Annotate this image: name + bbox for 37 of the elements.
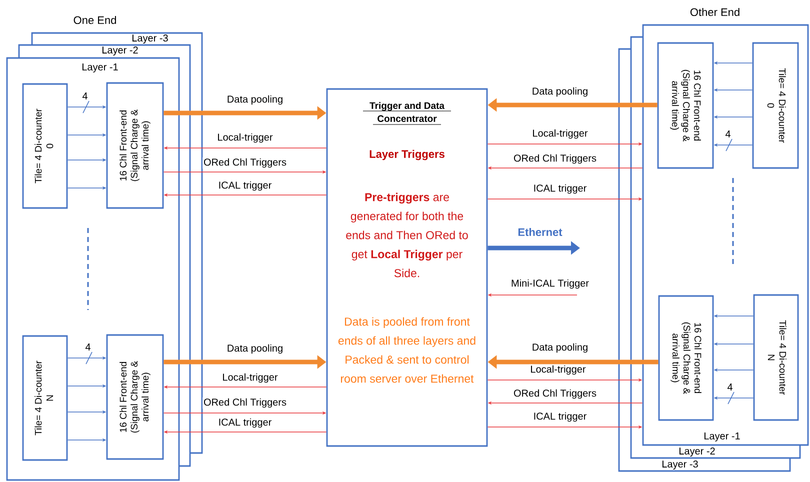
edge-label: Data pooling bbox=[530, 86, 590, 98]
layer-label: Layer -2 bbox=[102, 46, 138, 56]
heading-text: One End bbox=[74, 16, 116, 24]
front-end-box: 16 Chl Front-end (Signal Charge & arrival time) bbox=[106, 334, 164, 460]
edge-label: ICAL trigger bbox=[532, 183, 588, 195]
edge-label: ICAL trigger bbox=[532, 411, 588, 423]
front-end-box: 16 Chl Front-end (Signal Charge & arrival time) bbox=[657, 42, 714, 169]
layer-label: Layer -3 bbox=[662, 460, 698, 470]
edge-label: Local-trigger bbox=[221, 372, 279, 384]
tile-box: Tile= 4 Di-counter 0 bbox=[22, 83, 68, 209]
edge-label: ORed Chl Triggers bbox=[202, 397, 288, 409]
edge-label: Data pooling bbox=[530, 342, 590, 354]
edge-label: 4 bbox=[725, 130, 730, 138]
front-end-box: 16 Chl Front-end (Signal Charge & arrival time) bbox=[658, 295, 714, 421]
layer-label: Layer -3 bbox=[132, 34, 168, 44]
edge-label: ORed Chl Triggers bbox=[512, 388, 598, 400]
edge-label: Local-trigger bbox=[531, 128, 589, 140]
edge-label: Local-trigger bbox=[529, 364, 587, 376]
front-end-box: 16 Chl Front-end (Signal Charge & arrival time) bbox=[106, 82, 164, 209]
edge-label: ICAL trigger bbox=[217, 180, 273, 192]
edge-label: ORed Chl Triggers bbox=[512, 153, 598, 165]
tile-box: Tile= 4 Di-counter 0 bbox=[752, 42, 799, 169]
layer-label: Layer -2 bbox=[679, 447, 715, 457]
edge-label: ICAL trigger bbox=[217, 417, 273, 429]
edge-label: Ethernet bbox=[516, 226, 564, 238]
tile-box: Tile= 4 Di-counter N bbox=[753, 294, 799, 421]
edge-label: Mini-ICAL Trigger bbox=[510, 278, 590, 290]
edge-label: Data pooling bbox=[226, 343, 284, 355]
edge-label: 4 bbox=[82, 92, 88, 100]
tile-box: Tile= 4 Di-counter N bbox=[22, 335, 68, 461]
heading-text: Other End bbox=[690, 8, 740, 16]
edge-label: Data pooling bbox=[226, 94, 284, 106]
edge-label: 4 bbox=[85, 344, 90, 350]
edge-label: 4 bbox=[727, 384, 732, 390]
edge-label: ORed Chl Triggers bbox=[202, 157, 288, 169]
concentrator-box: Trigger and Data Concentrator Layer Triggers Pre-triggers are generated for both the ends and Then ORed to get Local Trigger per Side. Data is pooled from front ends of all three layers and Packed & sent to control room server over Ethernet bbox=[326, 88, 488, 447]
edge-label: Local-trigger bbox=[216, 132, 274, 144]
